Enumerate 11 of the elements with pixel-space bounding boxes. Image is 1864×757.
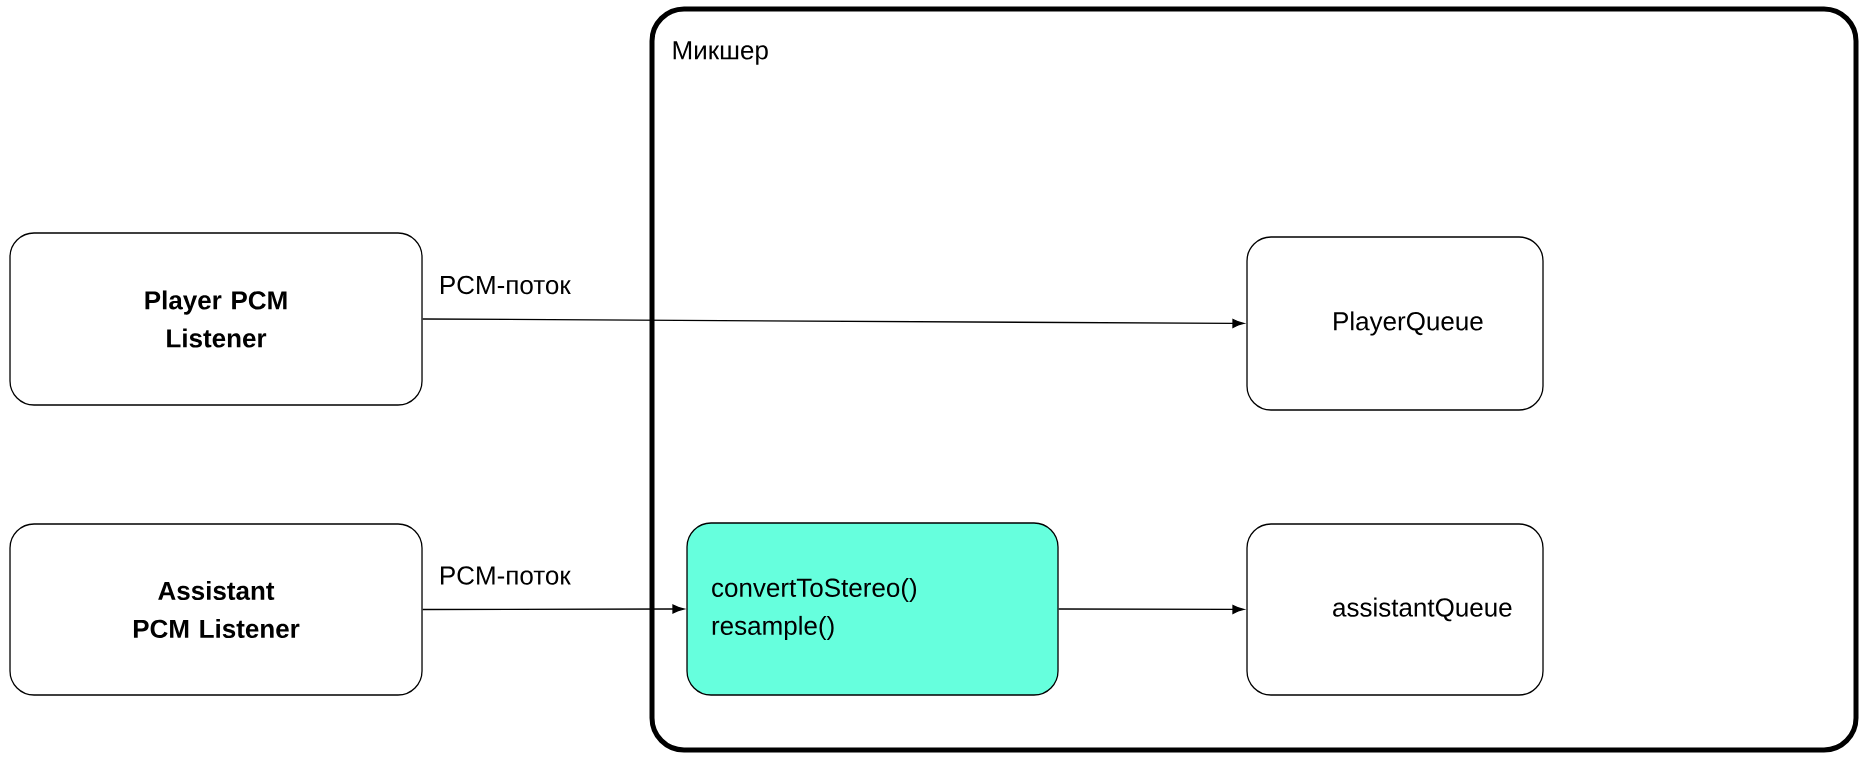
process-box: PlayerQueue xyxy=(1246,236,1544,411)
arrow xyxy=(1058,604,1245,614)
edge-label: PCM-поток xyxy=(436,564,573,587)
arrow xyxy=(422,604,685,614)
group-title: Микшер xyxy=(673,41,768,65)
process-box: convertToStereo() resample() xyxy=(686,522,1059,696)
process-box: assistantQueue xyxy=(1246,523,1544,696)
edge-label: PCM-поток xyxy=(436,273,573,297)
process-box: Player PCM Listener xyxy=(9,232,423,406)
arrow xyxy=(422,318,1245,328)
process-box: Assistant PCM Listener xyxy=(9,523,423,696)
